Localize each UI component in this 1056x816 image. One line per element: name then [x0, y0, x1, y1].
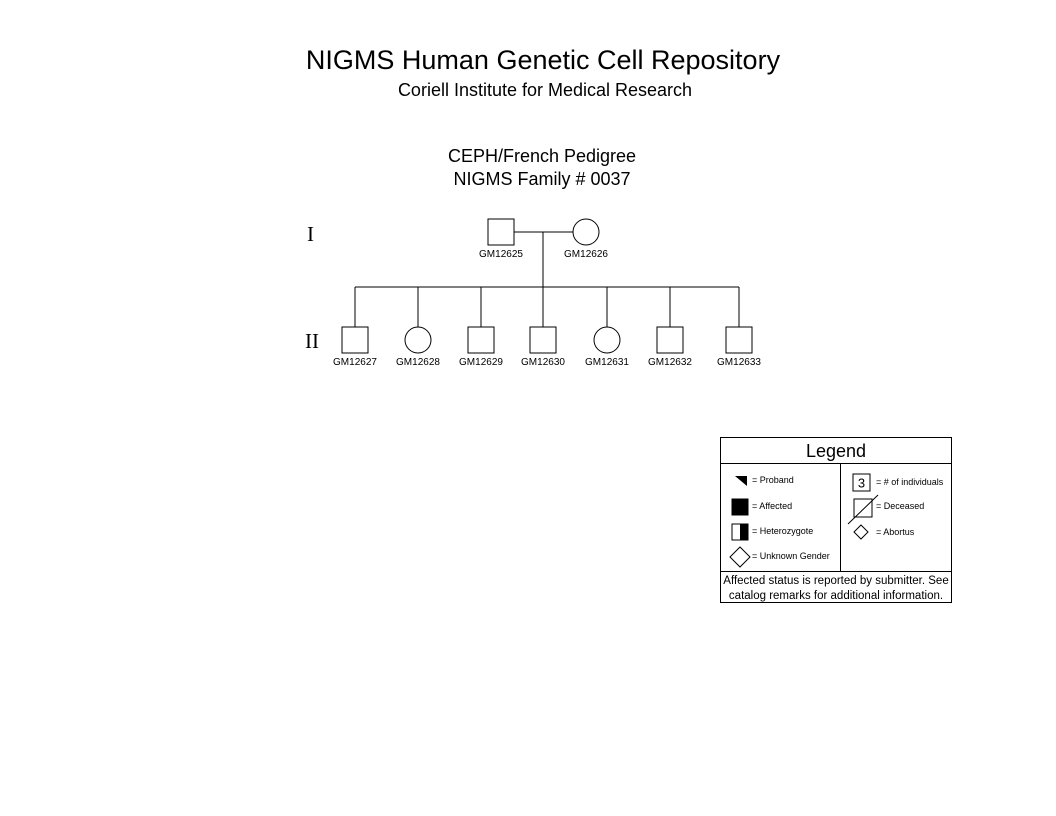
page-subtitle: Coriell Institute for Medical Research	[397, 80, 693, 100]
individual-id-label: GM12625	[479, 249, 523, 260]
heterozygote-square-icon	[731, 523, 749, 541]
unknown-gender-diamond-icon	[729, 546, 751, 568]
legend-note: Affected status is reported by submitter…	[721, 571, 951, 603]
female-circle-icon[interactable]	[404, 326, 432, 354]
pedigree-title: CEPH/French Pedigree	[447, 146, 637, 166]
male-square-icon[interactable]	[487, 218, 515, 246]
generation-label-II: II	[305, 329, 319, 353]
female-circle-icon[interactable]	[572, 218, 600, 246]
page-title: NIGMS Human Genetic Cell Repository	[305, 45, 781, 75]
legend-abortus-label: = Abortus	[876, 527, 915, 537]
pedigree-family-number: NIGMS Family # 0037	[453, 169, 631, 189]
legend-unknown-gender-label: = Unknown Gender	[752, 551, 830, 561]
generation-label-I: I	[307, 222, 314, 246]
male-square-icon[interactable]	[467, 326, 495, 354]
pedigree-diagram: I II GM12625 GM12626 GM12627 GM12628 GM1262…	[305, 218, 761, 368]
male-square-icon[interactable]	[656, 326, 684, 354]
individual-id-label: GM12626	[564, 249, 608, 260]
individual-id-label: GM12632	[648, 357, 692, 368]
individual-id-label: GM12629	[459, 357, 503, 368]
female-circle-icon[interactable]	[593, 326, 621, 354]
abortus-diamond-icon	[853, 524, 869, 540]
affected-square-icon	[731, 498, 749, 516]
legend-title: Legend	[721, 438, 951, 464]
male-square-icon[interactable]	[725, 326, 753, 354]
legend-divider	[840, 464, 841, 571]
legend-affected-label: = Affected	[752, 501, 793, 511]
legend-deceased-label: = Deceased	[876, 501, 925, 511]
proband-arrow-icon	[735, 476, 747, 486]
male-square-icon[interactable]	[341, 326, 369, 354]
male-square-icon[interactable]	[529, 326, 557, 354]
legend-count-label: = # of individuals	[876, 477, 944, 487]
legend-box: Legend = Proband = Affected = Heterozygo…	[720, 437, 952, 603]
deceased-icon	[847, 494, 879, 525]
individual-id-label: GM12627	[333, 357, 377, 368]
legend-proband-label: = Proband	[752, 475, 794, 485]
legend-heterozygote-label: = Heterozygote	[752, 526, 814, 536]
individual-id-label: GM12628	[396, 357, 440, 368]
individual-id-label: GM12630	[521, 357, 565, 368]
count-box-number: 3	[858, 476, 865, 491]
count-box-icon: 3	[852, 473, 871, 492]
individual-id-label: GM12633	[717, 357, 761, 368]
individual-id-label: GM12631	[585, 357, 629, 368]
